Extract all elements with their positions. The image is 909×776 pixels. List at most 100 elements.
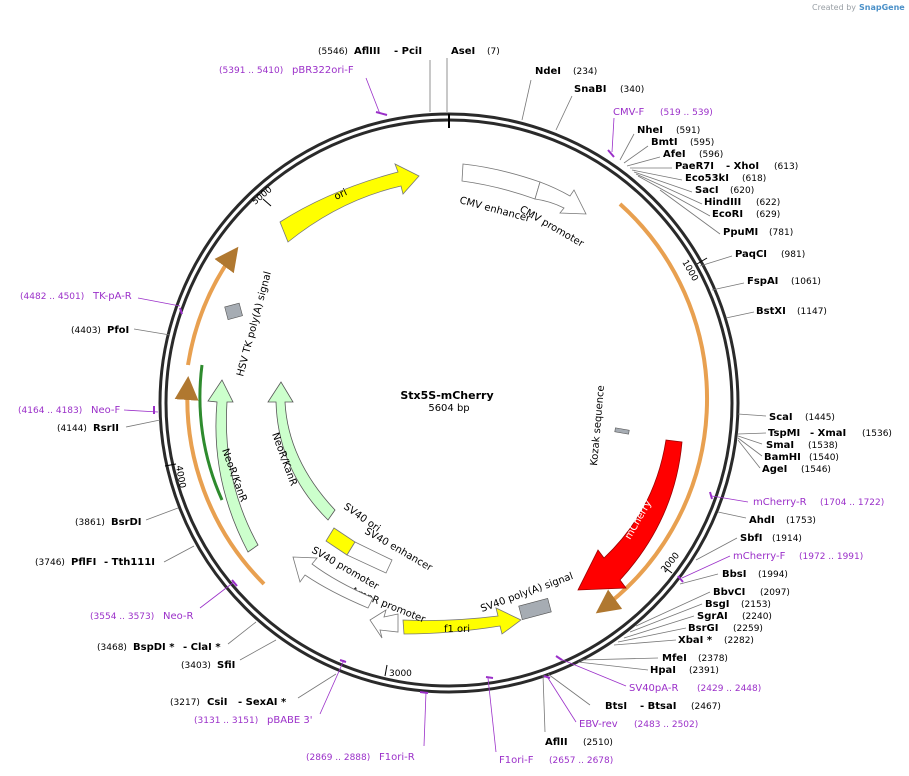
enzyme-aflIII[interactable]: (5546) AflIII [318, 46, 380, 57]
enzyme-xmaI[interactable]: - XmaI (1536) [810, 428, 892, 439]
sv40-promoter-feature[interactable] [292, 556, 374, 609]
enzyme-btsaI[interactable]: - BtsaI (2467) [640, 701, 721, 712]
primer-neo-f[interactable]: (4164 .. 4183) Neo-F [18, 405, 121, 416]
svg-text:(618): (618) [742, 174, 766, 184]
primer-cmv-f[interactable]: CMV-F (519 .. 539) [613, 107, 713, 118]
hsv-tk-label: HSV TK poly(A) signal [235, 270, 274, 377]
primer-mcherry-r[interactable]: mCherry-R (1704 .. 1722) [753, 497, 884, 508]
enzyme-bmtI[interactable]: BmtI (595) [651, 137, 714, 148]
enzyme-xbaI[interactable]: XbaI * (2282) [678, 635, 754, 646]
enzyme-bstXI[interactable]: BstXI (1147) [756, 306, 827, 317]
enzyme-btsI[interactable]: BtsI [605, 701, 627, 712]
enzyme-sacI[interactable]: SacI (620) [695, 185, 754, 196]
primer-sv40pa-r[interactable]: SV40pA-R (2429 .. 2448) [629, 683, 761, 694]
enzyme-ecoRI[interactable]: EcoRI (629) [712, 209, 780, 220]
enzyme-bbsI[interactable]: BbsI (1994) [722, 569, 788, 580]
enzyme-sexAI[interactable]: - SexAI * [238, 697, 287, 708]
neor-inner-feature[interactable] [267, 381, 336, 521]
enzyme-bamHI[interactable]: BamHI (1540) [764, 452, 839, 463]
enzyme-pfoI[interactable]: (4403) PfoI [71, 325, 129, 336]
f1-ori-feature[interactable] [402, 607, 522, 635]
svg-text:F1ori-F: F1ori-F [499, 755, 534, 766]
enzyme-sbfI[interactable]: SbfI (1914) [740, 533, 802, 544]
svg-text:2000: 2000 [660, 551, 683, 575]
enzyme-aseI[interactable]: AseI (7) [451, 46, 500, 57]
f1-ori-label: f1 ori [444, 624, 470, 635]
mcherry-feature[interactable] [577, 439, 683, 591]
sv40-enhancer-feature[interactable] [346, 541, 393, 574]
cmv-enhancer-feature[interactable] [461, 163, 541, 200]
primer-tk-pa-r[interactable]: (4482 .. 4501) TK-pA-R [20, 291, 132, 302]
svg-text:(1538): (1538) [808, 441, 838, 451]
svg-text:(4482 .. 4501): (4482 .. 4501) [20, 292, 84, 302]
enzyme-rsrII[interactable]: (4144) RsrII [57, 423, 119, 434]
mcherry-orf-arc [595, 202, 709, 614]
enzyme-tth111I[interactable]: - Tth111I [104, 557, 155, 568]
enzyme-tspMI[interactable]: TspMI [768, 428, 800, 439]
neor-outer-feature[interactable] [207, 379, 259, 553]
ori-label: ori [333, 187, 349, 202]
svg-text:(629): (629) [756, 210, 780, 220]
enzyme-bsrDI[interactable]: (3861) BsrDI [75, 517, 142, 528]
svg-text:(2391): (2391) [689, 666, 719, 676]
enzyme-ppuMI[interactable]: PpuMI (781) [723, 227, 793, 238]
primer-neo-r[interactable]: (3554 .. 3573) Neo-R [90, 611, 194, 622]
svg-text:mCherry-R: mCherry-R [753, 497, 807, 508]
tick-2000: 2000 [660, 551, 683, 575]
svg-text:AflIII: AflIII [354, 46, 380, 57]
hsv-tk-polya-feature[interactable] [224, 302, 243, 320]
ampr-promoter-feature[interactable] [369, 609, 399, 639]
svg-text:TK-pA-R: TK-pA-R [92, 291, 132, 302]
svg-text:RsrII: RsrII [93, 423, 119, 434]
ori-feature[interactable] [279, 163, 420, 243]
enzyme-bspDI[interactable]: (3468) BspDI * [97, 642, 175, 653]
svg-text:(596): (596) [699, 150, 723, 160]
sv40-polya-feature[interactable] [518, 597, 552, 621]
enzyme-snaBI[interactable]: SnaBI (340) [574, 84, 644, 95]
enzyme-afeI[interactable]: AfeI (596) [663, 149, 723, 160]
enzyme-mfeI[interactable]: MfeI (2378) [662, 653, 728, 664]
enzyme-csiI[interactable]: (3217) CsiI [170, 697, 227, 708]
enzyme-pflFI[interactable]: (3746) PflFI [35, 557, 96, 568]
enzyme-hindIII[interactable]: HindIII (622) [704, 197, 780, 208]
primer-f1ori-r[interactable]: (2869 .. 2888) F1ori-R [306, 752, 415, 763]
svg-text:SacI: SacI [695, 185, 719, 196]
cmv-promoter-feature[interactable] [534, 181, 587, 215]
svg-text:(1972 .. 1991): (1972 .. 1991) [799, 552, 863, 562]
enzyme-eco53kI[interactable]: Eco53kI (618) [685, 173, 766, 184]
enzyme-bbvCI[interactable]: BbvCI (2097) [713, 587, 790, 598]
enzyme-claI[interactable]: - ClaI * [183, 642, 221, 653]
primer-ebv-rev[interactable]: EBV-rev (2483 .. 2502) [579, 719, 698, 730]
enzyme-bsgI[interactable]: BsgI (2153) [705, 599, 771, 610]
svg-text:(340): (340) [620, 85, 644, 95]
svg-text:SfiI: SfiI [217, 660, 235, 671]
enzyme-ageI[interactable]: AgeI (1546) [762, 464, 831, 475]
svg-text:BspDI *: BspDI * [133, 642, 175, 653]
enzyme-nheI[interactable]: NheI (591) [637, 125, 700, 136]
enzyme-paqCI[interactable]: PaqCI (981) [735, 249, 805, 260]
svg-text:CsiI: CsiI [207, 697, 227, 708]
enzyme-sfiI[interactable]: (3403) SfiI [181, 660, 235, 671]
enzyme-pciI[interactable]: - PciI [394, 46, 422, 57]
enzyme-ndeI[interactable]: NdeI (234) [535, 66, 597, 77]
enzyme-ahdI[interactable]: AhdI (1753) [749, 515, 816, 526]
enzyme-xhoI[interactable]: - XhoI (613) [726, 161, 798, 172]
primer-f1ori-f[interactable]: F1ori-F (2657 .. 2678) [499, 755, 613, 766]
enzyme-sgrAI[interactable]: SgrAI (2240) [697, 611, 772, 622]
primer-mcherry-f[interactable]: mCherry-F (1972 .. 1991) [733, 551, 863, 562]
enzyme-paeR7I[interactable]: PaeR7I [675, 161, 714, 172]
svg-text:BsgI: BsgI [705, 599, 729, 610]
enzyme-bsrGI[interactable]: BsrGI (2259) [688, 623, 763, 634]
enzyme-smaI[interactable]: SmaI (1538) [766, 440, 838, 451]
enzyme-fspAI[interactable]: FspAI (1061) [747, 276, 821, 287]
enzyme-hpaI[interactable]: HpaI (2391) [650, 665, 719, 676]
enzyme-scaI[interactable]: ScaI (1445) [769, 412, 835, 423]
svg-text:pBR322ori-F: pBR322ori-F [292, 65, 354, 76]
primer-pbabe-3[interactable]: (3131 .. 3151) pBABE 3' [194, 715, 313, 726]
enzyme-aflII[interactable]: AflII (2510) [545, 737, 613, 748]
primer-pbr322ori-f[interactable]: (5391 .. 5410) pBR322ori-F [219, 65, 354, 76]
svg-text:(613): (613) [774, 162, 798, 172]
kozak-feature[interactable] [614, 427, 630, 435]
svg-text:ScaI: ScaI [769, 412, 793, 423]
svg-text:(5546): (5546) [318, 47, 348, 57]
